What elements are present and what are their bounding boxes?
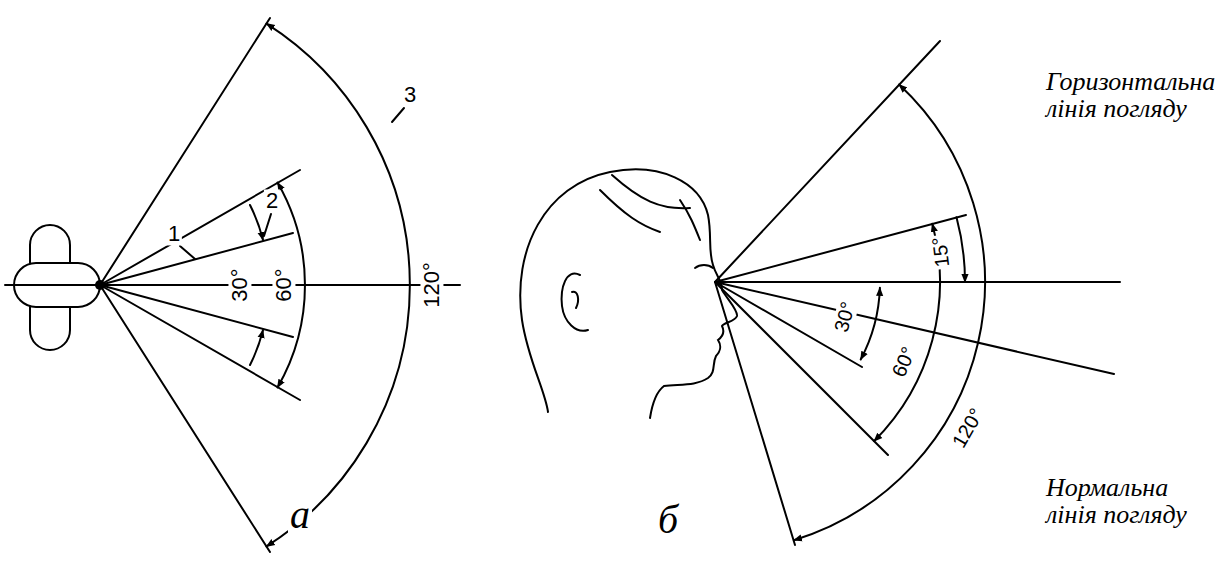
- leader-line: [392, 108, 404, 122]
- callout-number: 2: [264, 189, 280, 212]
- angle-label: 60°: [272, 266, 295, 303]
- field-line: [100, 170, 300, 285]
- hair-lines: [600, 175, 700, 240]
- angle-label: 30°: [228, 266, 251, 303]
- figure-letter: а: [288, 494, 312, 536]
- field-line: [715, 41, 940, 282]
- leader-line: [264, 214, 271, 236]
- field-line: [100, 18, 270, 285]
- angle-arrow: [250, 330, 263, 365]
- field-line: [100, 285, 300, 400]
- field-line: [715, 215, 966, 282]
- ear: [572, 292, 578, 308]
- figure-letter: б: [656, 499, 680, 541]
- angle-label: 30°: [830, 298, 859, 337]
- angle-label: 15°: [928, 234, 953, 271]
- angle-arc: [957, 217, 966, 282]
- angle-label: 120°: [420, 260, 443, 310]
- eye-point: [95, 280, 105, 290]
- callout-number: 1: [166, 222, 182, 245]
- horizontal-line: [715, 281, 1120, 283]
- eyebrow: [695, 265, 713, 268]
- field-line: [100, 285, 270, 552]
- head-profile: [520, 169, 737, 418]
- angle-arc: [267, 24, 410, 547]
- line-of-sight-label: Горизонтальна лінія погляду: [1044, 68, 1226, 123]
- line-of-sight-label: Нормальна лінія погляду: [1044, 474, 1226, 529]
- callout-number: 3: [402, 83, 418, 106]
- angle-arc: [794, 85, 985, 541]
- angle-label: 60°: [888, 342, 921, 382]
- field-line: [100, 233, 293, 285]
- ear: [562, 274, 588, 331]
- leader-line: [180, 246, 195, 259]
- angle-arrow: [250, 205, 263, 240]
- field-line: [100, 285, 293, 337]
- field-line: [715, 282, 888, 455]
- angle-arc: [861, 288, 880, 360]
